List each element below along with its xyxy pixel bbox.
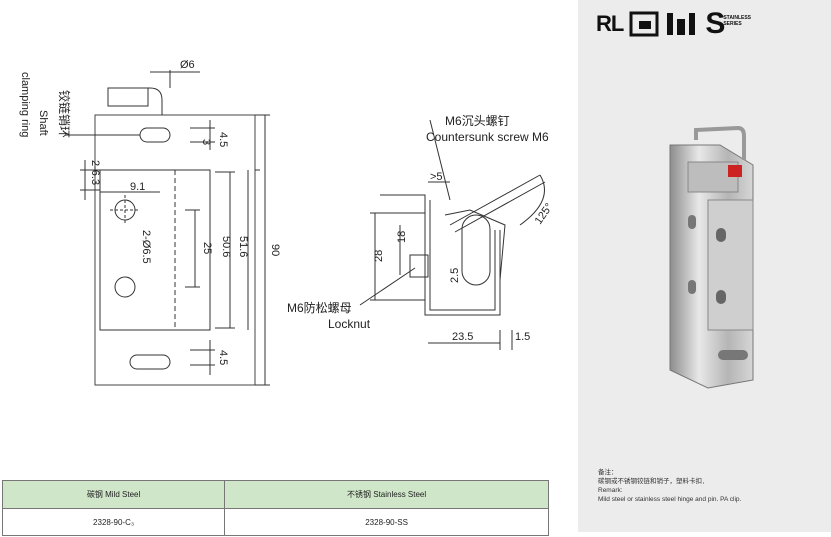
remark-title-en: Remark: xyxy=(598,487,623,494)
dim-holes: 2-6.3 xyxy=(89,160,101,185)
dim-18: 18 xyxy=(396,231,408,243)
model-mild-steel: 2328-90-C₃ xyxy=(1,508,226,536)
label-screw-cn: M6沉头螺钉 xyxy=(445,114,510,128)
mounting-icon xyxy=(629,7,659,41)
dim-x: 9.1 xyxy=(130,181,145,193)
product-photo xyxy=(669,125,754,389)
leaf-outline xyxy=(99,169,211,331)
side-profile xyxy=(380,194,501,316)
dim-23-5: 23.5 xyxy=(452,331,473,343)
dim-outer: 51.6 xyxy=(237,236,249,257)
dim-1-5: 1.5 xyxy=(515,331,530,343)
dim-slot-top: 4.5 xyxy=(217,132,229,147)
label-screw-en: Countersunk screw M6 xyxy=(426,130,549,144)
dim-ring-gap: 3 xyxy=(200,139,212,145)
label-nut-en: Locknut xyxy=(328,317,371,331)
stainless-s-letter: S xyxy=(705,7,726,40)
remark-text-cn: 碳钢或不锈钢铰链和销子，塑料卡扣． xyxy=(598,478,709,485)
header-stainless-steel: 不锈钢 Stainless Steel xyxy=(224,480,549,509)
dim-inner: 50.6 xyxy=(220,236,232,257)
dim-angle: 125° xyxy=(533,201,556,227)
countersunk-screw xyxy=(461,214,491,286)
dim-hole-diameter: 2-Ø6.5 xyxy=(140,230,152,264)
remark-block: 备注： 碳钢或不锈钢铰链和销子，塑料卡扣． Remark: Mild steel… xyxy=(598,468,823,504)
locknut xyxy=(409,254,429,278)
header-mild-steel: 碳钢 Mild Steel xyxy=(1,480,226,509)
label-ring-cn: 铰链销环 xyxy=(57,90,72,138)
remark-title-cn: 备注： xyxy=(598,469,618,476)
table-row: 2328-90-C₃ 2328-90-SS xyxy=(1,508,549,536)
pin-shape xyxy=(108,87,163,115)
dim-28: 28 xyxy=(373,250,385,262)
dim-gap: >5 xyxy=(430,171,443,183)
label-ring-en-2: clamping ring xyxy=(19,72,31,137)
rl-badge: RL xyxy=(596,11,624,36)
hole-lower xyxy=(114,276,136,298)
hinge-body-outline xyxy=(94,114,256,386)
dim-slot-bottom: 4.5 xyxy=(217,350,229,365)
dim-pitch: 25 xyxy=(201,242,213,254)
model-stainless-steel: 2328-90-SS xyxy=(224,508,549,536)
label-ring-en-1: Shaft xyxy=(37,110,49,136)
screw-install-icon xyxy=(665,7,699,41)
technical-drawing: Ø6 3 4.5 2-6.3 9.1 2-Ø6.5 25 50.6 51.6 9… xyxy=(19,59,556,386)
product-panel xyxy=(578,0,831,532)
dim-pin-diameter: Ø6 xyxy=(180,59,195,71)
dim-2-5: 2.5 xyxy=(449,268,461,283)
remark-text-en: Mild steel or stainless steel hinge and … xyxy=(598,496,742,503)
dim-total: 90 xyxy=(269,244,281,256)
label-nut-cn: M6防松螺母 xyxy=(287,300,352,315)
model-table: 碳钢 Mild Steel 不锈钢 Stainless Steel 2328-9… xyxy=(1,480,549,536)
